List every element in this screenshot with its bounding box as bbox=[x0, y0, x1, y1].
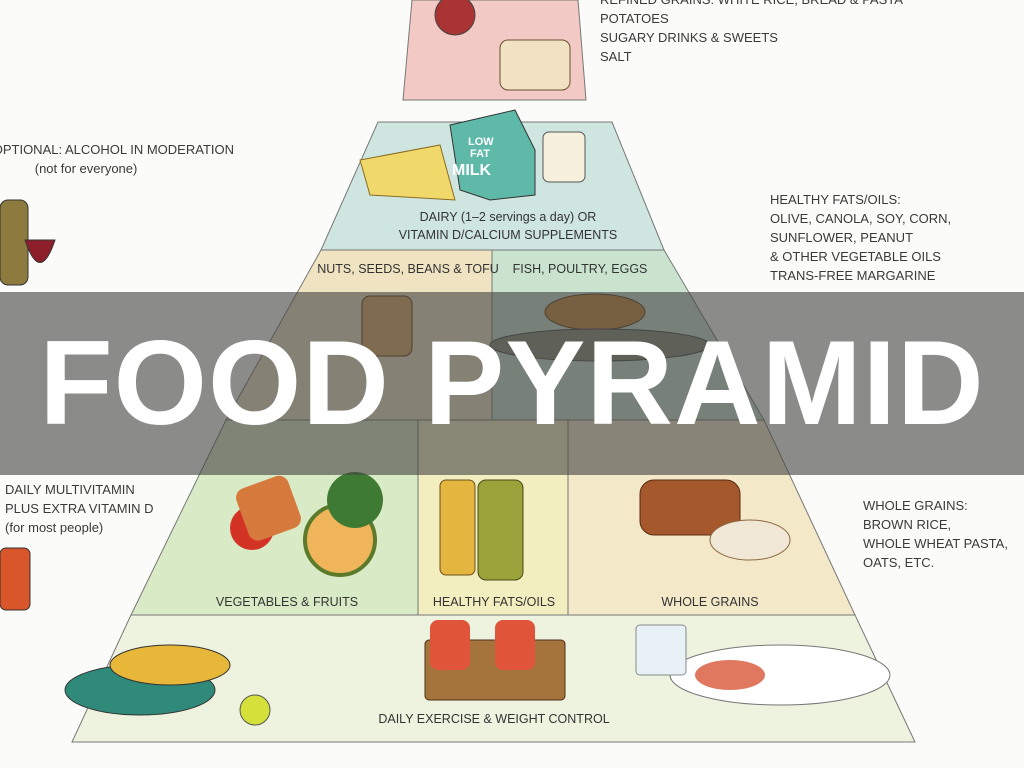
carton-milk: MILK bbox=[452, 162, 492, 179]
oils-line4: & OTHER VEGETABLE OILS bbox=[770, 249, 941, 264]
alcohol-note-line2: (not for everyone) bbox=[34, 161, 138, 176]
cheese-illustration bbox=[359, 144, 456, 201]
note-sugary: SUGARY DRINKS & SWEETS bbox=[600, 30, 778, 45]
oil-bottles-illustration bbox=[439, 479, 524, 581]
vitamin-bottle-illustration bbox=[0, 547, 31, 611]
jar-illustration bbox=[434, 0, 476, 36]
dairy-label: DAIRY (1–2 servings a day) OR VITAMIN D/… bbox=[399, 208, 618, 244]
vegetables-illustration bbox=[230, 472, 383, 577]
grains-line4: OATS, ETC. bbox=[863, 555, 935, 570]
bread-illustration bbox=[499, 39, 571, 91]
grains-line1: WHOLE GRAINS: bbox=[863, 498, 968, 513]
multivitamin-line3: (for most people) bbox=[5, 520, 104, 535]
oils-line5: TRANS-FREE MARGARINE bbox=[770, 268, 936, 283]
page-title: FOOD PYRAMID bbox=[39, 316, 985, 450]
vegetables-label: VEGETABLES & FRUITS bbox=[215, 595, 359, 609]
grains-label: WHOLE GRAINS bbox=[661, 595, 759, 609]
oils-line1: HEALTHY FATS/OILS: bbox=[770, 192, 901, 207]
milk-carton-illustration: LOW FAT MILK bbox=[449, 109, 536, 201]
multivitamin-note: DAILY MULTIVITAMIN PLUS EXTRA VITAMIN D … bbox=[5, 480, 154, 537]
note-salt: SALT bbox=[600, 49, 632, 64]
dairy-label-line2: VITAMIN D/CALCIUM SUPPLEMENTS bbox=[398, 228, 618, 242]
title-banner bbox=[0, 292, 1024, 475]
note-refined-grains: REFINED GRAINS: WHITE RICE, BREAD & PAST… bbox=[600, 0, 903, 9]
exercise-label: DAILY EXERCISE & WEIGHT CONTROL bbox=[378, 712, 610, 726]
alcohol-note-line1: OPTIONAL: ALCOHOL IN MODERATION bbox=[0, 142, 234, 157]
multivitamin-line1: DAILY MULTIVITAMIN bbox=[5, 482, 135, 497]
exercise-illustration bbox=[64, 620, 891, 726]
grains-note: WHOLE GRAINS: BROWN RICE, WHOLE WHEAT PA… bbox=[863, 496, 1008, 572]
carton-fat: FAT bbox=[470, 148, 490, 160]
top-tier-notes: REFINED GRAINS: WHITE RICE, BREAD & PAST… bbox=[600, 0, 903, 66]
fats-label: HEALTHY FATS/OILS bbox=[432, 595, 556, 609]
carton-low: LOW bbox=[468, 136, 494, 148]
oils-line2: OLIVE, CANOLA, SOY, CORN, bbox=[770, 211, 952, 226]
cup-illustration bbox=[542, 131, 586, 183]
oils-line3: SUNFLOWER, PEANUT bbox=[770, 230, 914, 245]
alcohol-note: OPTIONAL: ALCOHOL IN MODERATION (not for… bbox=[0, 140, 234, 178]
multivitamin-line2: PLUS EXTRA VITAMIN D bbox=[5, 501, 154, 516]
wine-illustration bbox=[0, 199, 56, 286]
whole-grains-illustration bbox=[639, 479, 791, 561]
grains-line2: BROWN RICE, bbox=[863, 517, 952, 532]
grains-line3: WHOLE WHEAT PASTA, bbox=[863, 536, 1008, 551]
note-potatoes: POTATOES bbox=[600, 11, 669, 26]
dairy-label-line1: DAIRY (1–2 servings a day) OR bbox=[419, 210, 597, 224]
oils-note: HEALTHY FATS/OILS: OLIVE, CANOLA, SOY, C… bbox=[770, 190, 951, 285]
nuts-label: NUTS, SEEDS, BEANS & TOFU bbox=[317, 262, 499, 276]
fish-label: FISH, POULTRY, EGGS bbox=[512, 262, 648, 276]
